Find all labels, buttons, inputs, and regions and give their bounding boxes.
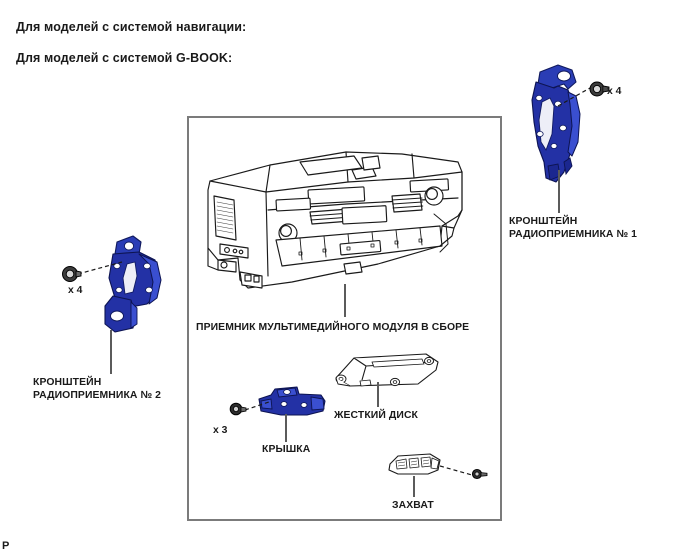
grip-illustration — [388, 453, 441, 475]
grip-label: ЗАХВАТ — [392, 500, 434, 511]
grip-fastener-callout — [439, 465, 488, 480]
bracket-1-label-line-1: КРОНШТЕЙН — [509, 216, 578, 227]
cover-fastener-qty: x 3 — [213, 425, 228, 436]
bracket-2-label-line-1: КРОНШТЕЙН — [33, 377, 102, 388]
cover-label: КРЫШКА — [262, 444, 311, 455]
receiver-assembly-illustration — [207, 151, 463, 289]
bracket-1-leader-line — [558, 170, 560, 213]
grip-leader-line — [413, 476, 415, 497]
heading-navigation-models: Для моделей с системой навигации: — [16, 20, 247, 34]
bracket-2-illustration — [104, 235, 162, 333]
diagram-frame — [187, 116, 502, 521]
bracket-1-label: КРОНШТЕЙН РАДИОПРИЕМНИКА № 1 — [509, 216, 637, 241]
bracket-1-fastener-qty: x 4 — [607, 86, 622, 97]
bracket-2-label: КРОНШТЕЙН РАДИОПРИЕМНИКА № 2 — [33, 377, 161, 402]
receiver-leader-line — [344, 284, 346, 317]
bracket-2-fastener-qty: x 4 — [68, 285, 83, 296]
hard-disk-label: ЖЕСТКИЙ ДИСК — [334, 410, 418, 421]
hard-disk-illustration — [335, 353, 439, 387]
page-marker: P — [2, 540, 10, 552]
bracket-2-leader-line — [110, 330, 112, 374]
bracket-1-illustration — [531, 64, 581, 183]
cover-fastener-callout — [229, 401, 270, 416]
bracket-2-fastener-callout — [62, 261, 123, 282]
bracket-1-label-line-2: РАДИОПРИЕМНИКА № 1 — [509, 228, 638, 240]
bracket-1-fastener-callout — [557, 81, 610, 107]
cover-illustration — [258, 386, 326, 416]
receiver-label: ПРИЕМНИК МУЛЬТИМЕДИЙНОГО МОДУЛЯ В СБОРЕ — [196, 322, 470, 333]
heading-gbook-models: Для моделей с системой G-BOOK: — [16, 51, 233, 65]
bracket-2-label-line-2: РАДИОПРИЕМНИКА № 2 — [33, 389, 162, 401]
cover-leader-line — [285, 414, 287, 442]
hard-disk-leader-line — [377, 382, 379, 407]
